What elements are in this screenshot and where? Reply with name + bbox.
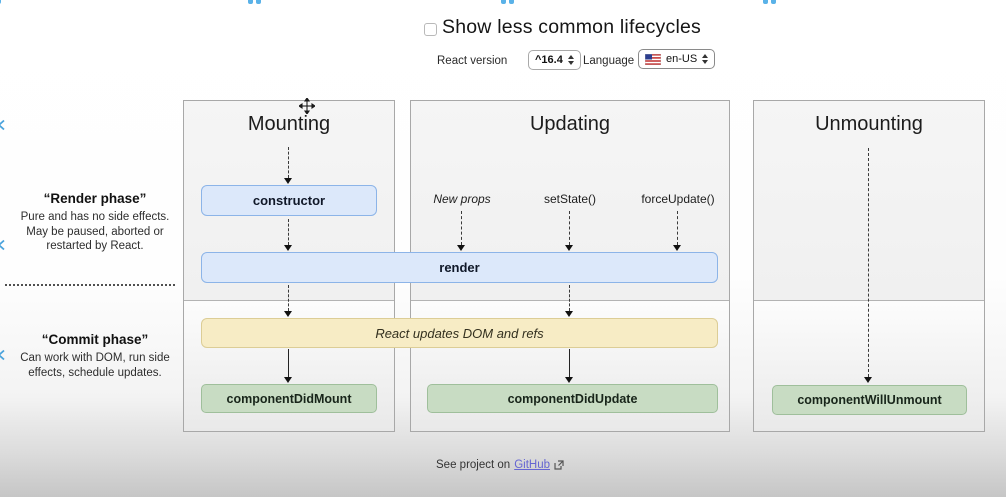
show-less-common-checkbox[interactable] xyxy=(424,23,437,36)
language-select[interactable]: en-US xyxy=(638,49,716,69)
trigger-force-update: forceUpdate() xyxy=(641,192,715,206)
arrow-forceupdate-to-render xyxy=(673,211,682,251)
commit-phase-description: Can work with DOM, run side effects, sch… xyxy=(20,352,170,379)
unmounting-render-phase-area xyxy=(754,101,984,301)
select-stepper-icon xyxy=(567,55,574,65)
node-render[interactable]: render xyxy=(201,252,718,283)
arrow-render-to-domupdate-updating xyxy=(565,285,574,317)
github-link[interactable]: GitHub xyxy=(514,459,550,471)
footer: See project on GitHub xyxy=(436,459,564,471)
video-artifact-mark xyxy=(763,0,776,4)
video-artifact-mark xyxy=(248,0,261,4)
render-phase-title: “Render phase” xyxy=(43,191,147,206)
arrow-domupdate-to-didmount xyxy=(284,349,293,383)
trigger-set-state: setState() xyxy=(543,192,597,206)
select-stepper-icon xyxy=(702,54,709,64)
arrow-mounting-to-constructor xyxy=(284,147,293,184)
arrow-newprops-to-render xyxy=(457,211,466,251)
footer-text: See project on xyxy=(436,459,511,471)
arrow-unmounting-to-willunmount xyxy=(864,148,873,383)
video-artifact-mark xyxy=(0,0,1,4)
arrow-domupdate-to-didupdate xyxy=(565,349,574,383)
column-title-updating: Updating xyxy=(529,113,611,135)
react-version-value: ^16.4 xyxy=(535,54,563,66)
node-react-updates-dom: React updates DOM and refs xyxy=(201,318,718,348)
node-component-did-mount[interactable]: componentDidMount xyxy=(201,384,377,413)
node-component-did-update[interactable]: componentDidUpdate xyxy=(427,384,718,413)
react-version-label: React version xyxy=(437,55,508,67)
us-flag-icon xyxy=(645,53,661,65)
column-title-mounting: Mounting xyxy=(247,113,331,135)
commit-phase-title: “Commit phase” xyxy=(41,332,149,347)
video-artifact-mark xyxy=(501,0,514,4)
arrow-constructor-to-render xyxy=(284,219,293,251)
external-link-icon xyxy=(554,460,564,470)
chevron-left-icon xyxy=(0,349,5,361)
react-version-select[interactable]: ^16.4 xyxy=(528,50,581,70)
chevron-left-icon xyxy=(0,239,5,251)
phase-divider xyxy=(5,284,175,286)
page-title[interactable]: Show less common lifecycles xyxy=(442,16,701,38)
language-value: en-US xyxy=(666,53,698,65)
render-phase-description: Pure and has no side effects. May be pau… xyxy=(20,211,170,253)
node-component-will-unmount[interactable]: componentWillUnmount xyxy=(772,385,967,415)
chevron-left-icon xyxy=(0,119,5,131)
column-title-unmounting: Unmounting xyxy=(815,113,923,135)
language-label: Language xyxy=(583,55,635,67)
trigger-new-props: New props xyxy=(433,192,491,206)
arrow-setstate-to-render xyxy=(565,211,574,251)
move-cursor-icon xyxy=(299,98,315,114)
arrow-render-to-domupdate-mounting xyxy=(284,285,293,317)
node-constructor[interactable]: constructor xyxy=(201,185,377,216)
